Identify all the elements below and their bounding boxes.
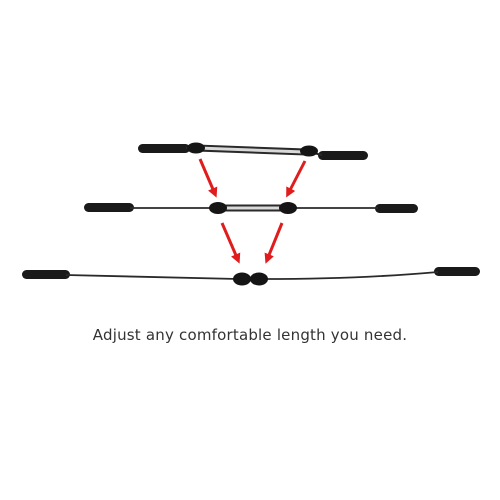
strap-short <box>138 142 368 160</box>
strap-short-left-bead <box>187 142 205 154</box>
arrow-left-1 <box>198 158 218 198</box>
strap-short-right-tip <box>318 151 368 160</box>
strap-long-right-tip <box>434 267 480 276</box>
strap-medium-right-bead <box>279 202 297 214</box>
arrow-left-2 <box>220 222 241 264</box>
strap-long-left-tip <box>22 270 70 279</box>
strap-medium-right-tip <box>375 204 418 213</box>
strap-long-right-bead <box>250 272 268 286</box>
strap-medium-left-tip <box>84 203 134 212</box>
strap-medium <box>84 202 418 214</box>
arrow-right-1 <box>286 160 307 198</box>
strap-long-left-bead <box>233 272 251 286</box>
strap-medium-left-bead <box>209 202 227 214</box>
strap-short-right-bead <box>300 145 318 157</box>
caption-text: Adjust any comfortable length you need. <box>92 326 408 344</box>
strap-long <box>22 267 480 286</box>
arrow-right-2 <box>264 222 284 264</box>
strap-short-left-tip <box>138 144 190 153</box>
